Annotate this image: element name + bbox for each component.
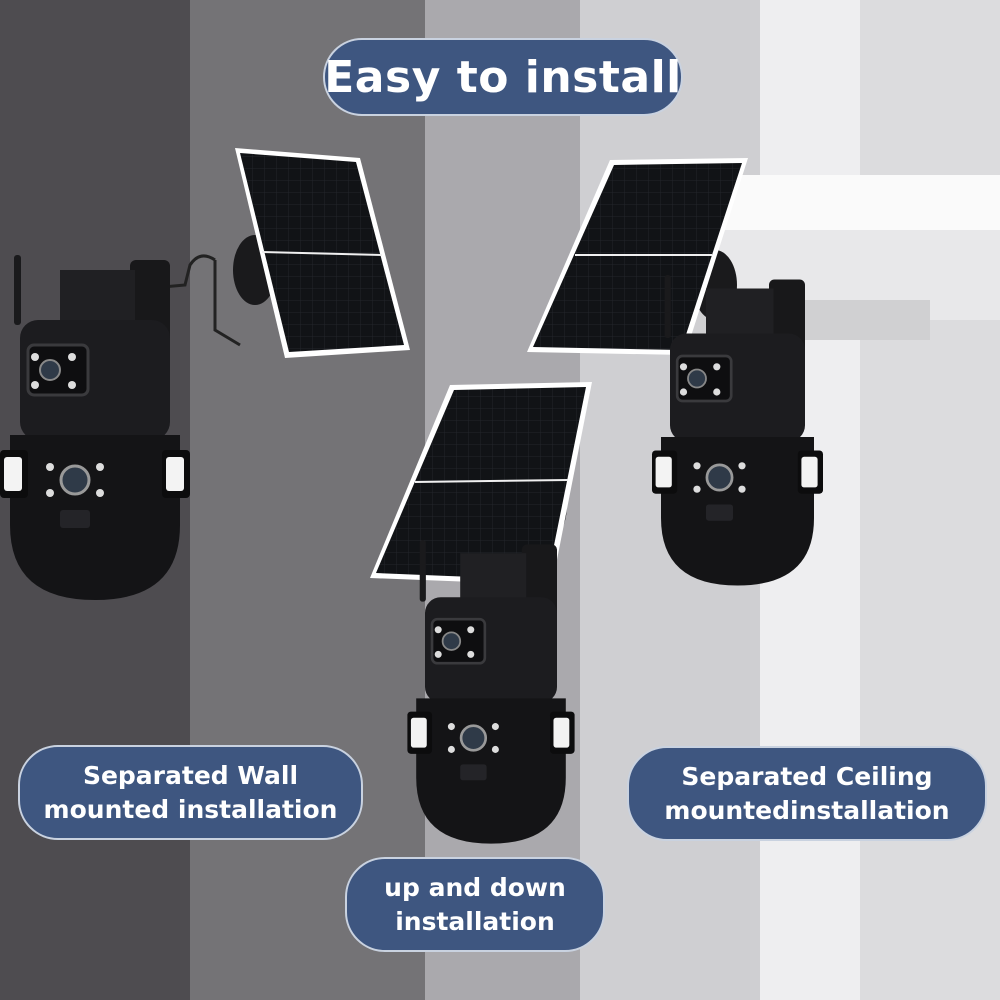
page-title: Easy to install [323, 38, 683, 116]
security-camera-icon [0, 253, 192, 602]
label-ceiling-mounted: Separated Ceiling mountedinstallation [627, 746, 987, 841]
label-wall-mounted: Separated Wall mounted installation [18, 745, 363, 840]
page-title-text: Easy to install [324, 51, 682, 103]
label-up-and-down: up and down installation [345, 857, 605, 952]
solar-panel-icon [128, 148, 410, 358]
label-ceiling-line2: mountedinstallation [664, 795, 950, 825]
label-ceiling-line1: Separated Ceiling [681, 761, 933, 791]
solar-panel-icon [527, 158, 748, 355]
label-wall-line2: mounted installation [43, 794, 338, 824]
solar-panel-icon [370, 382, 592, 585]
label-updown-line1: up and down [384, 872, 566, 902]
label-wall-line1: Separated Wall [82, 760, 299, 790]
label-updown-line2: installation [395, 906, 555, 936]
security-camera-icon [406, 538, 576, 845]
